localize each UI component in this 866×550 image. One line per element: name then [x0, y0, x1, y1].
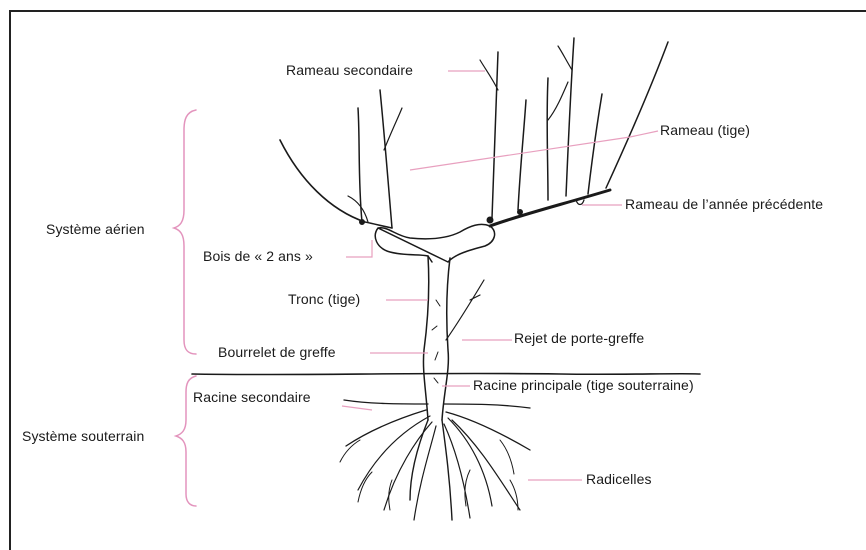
- label-rejet: Rejet de porte-greffe: [514, 330, 644, 346]
- rootstock-sucker: [446, 280, 484, 340]
- label-racine-principale: Racine principale (tige souterraine): [473, 377, 694, 393]
- label-rameau-annee-precedente: Rameau de l’année précédente: [625, 196, 823, 212]
- cordon-left: [280, 140, 392, 228]
- two-year-wood: [375, 224, 494, 262]
- label-systeme-aerien: Système aérien: [46, 221, 145, 237]
- leader-rameau-tige: [410, 131, 658, 170]
- leader-bois: [346, 240, 372, 257]
- aerial-brace: [174, 110, 196, 354]
- label-rameau-secondaire: Rameau secondaire: [286, 62, 413, 78]
- vine-illustration: [0, 0, 866, 537]
- label-systeme-souterrain: Système souterrain: [22, 428, 144, 444]
- ground-line: [192, 373, 700, 374]
- leader-racine-secondaire: [342, 406, 372, 410]
- label-rameau-tige: Rameau (tige): [660, 122, 750, 138]
- label-racine-secondaire: Racine secondaire: [193, 389, 311, 405]
- label-bois-2-ans: Bois de « 2 ans »: [203, 248, 313, 264]
- label-bourrelet: Bourrelet de greffe: [218, 344, 336, 360]
- vine-diagram: Rameau secondaire Rameau (tige) Rameau d…: [0, 0, 866, 537]
- cordon-right: [490, 190, 610, 226]
- label-tronc: Tronc (tige): [288, 291, 360, 307]
- label-radicelles: Radicelles: [586, 471, 652, 487]
- trunk-left: [423, 256, 428, 420]
